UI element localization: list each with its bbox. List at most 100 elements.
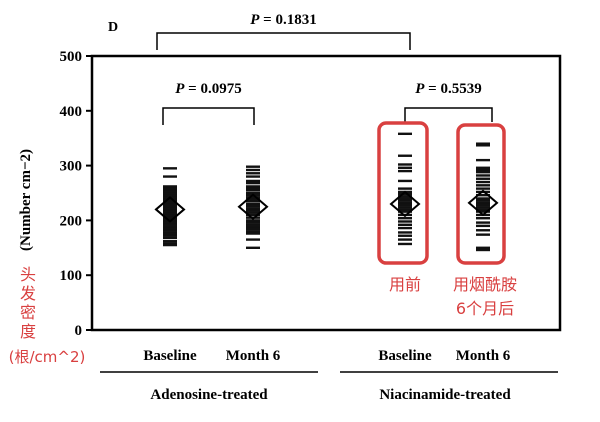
significance-brackets: P = 0.1831 P = 0.0975 P = 0.5539 [156, 12, 493, 125]
data-point [476, 193, 490, 197]
data-point [163, 175, 177, 178]
y-label-cn-unit: (根/cm^2) [9, 348, 86, 366]
data-point [398, 226, 412, 230]
data-point [398, 208, 412, 211]
data-point [163, 190, 177, 194]
data-point [163, 236, 177, 240]
data-point [163, 218, 177, 221]
data-point [398, 203, 412, 207]
data-point [163, 203, 177, 207]
data-point [246, 232, 260, 235]
mean-marker [237, 193, 269, 221]
data-point [163, 240, 177, 243]
data-point [163, 227, 177, 230]
data-point [246, 172, 260, 175]
y-tick-label: 300 [60, 159, 83, 175]
data-point [163, 231, 177, 234]
data-point [246, 175, 260, 178]
data-point [163, 216, 177, 219]
data-point [398, 197, 412, 200]
data-point [476, 203, 490, 207]
data-point [163, 212, 177, 216]
data-point [246, 181, 260, 185]
data-point [476, 177, 490, 180]
y-tick-label: 500 [60, 49, 83, 65]
data-point [163, 242, 177, 245]
p-value-label: P = 0.5539 [415, 81, 481, 97]
significance-bracket [162, 107, 255, 125]
x-category-label: Month 6 [456, 348, 511, 364]
data-point [163, 221, 177, 225]
highlight-box-after [456, 123, 506, 265]
data-point [163, 210, 177, 214]
x-category-label: Baseline [378, 348, 432, 364]
data-point [246, 223, 260, 226]
data-point [398, 238, 412, 241]
data-point [398, 195, 412, 198]
y-label-cn-char: 密 [20, 303, 36, 322]
data-point [246, 230, 260, 233]
data-point [476, 180, 490, 184]
data-points [154, 132, 499, 252]
data-point [246, 204, 260, 208]
y-tick-label: 400 [60, 104, 83, 120]
data-point [246, 213, 260, 217]
data-point [476, 248, 490, 252]
data-point [246, 165, 260, 168]
y-tick-label: 100 [60, 268, 83, 284]
data-point [163, 229, 177, 232]
y-axis-label: (Number cm−2) [18, 149, 34, 251]
data-point [163, 225, 177, 229]
label-after-line1: 用烟酰胺 [453, 275, 517, 294]
data-point [476, 197, 490, 200]
data-point [163, 167, 177, 170]
data-point [476, 229, 490, 232]
data-point [246, 189, 260, 192]
data-point [398, 187, 412, 190]
group-label: Niacinamide-treated [379, 387, 511, 403]
y-label-cn-char: 度 [20, 322, 36, 341]
data-point [398, 210, 412, 213]
data-point [246, 225, 260, 229]
data-point [163, 205, 177, 208]
data-point [246, 202, 260, 206]
p-value-label: P = 0.1831 [250, 12, 316, 28]
data-point [163, 207, 177, 210]
data-point [163, 214, 177, 218]
data-point [476, 184, 490, 187]
data-point [398, 199, 412, 202]
data-point [246, 246, 260, 249]
data-point [163, 234, 177, 237]
data-point [163, 223, 177, 226]
data-point [398, 179, 412, 183]
highlight-box-before [377, 121, 429, 265]
data-point [476, 166, 490, 169]
data-point [476, 144, 490, 147]
p-value-label: P = 0.0975 [175, 81, 241, 97]
data-point [398, 206, 412, 209]
data-point [163, 194, 177, 197]
group-label: Adenosine-treated [150, 387, 268, 403]
data-point [398, 223, 412, 226]
data-point [398, 192, 412, 196]
data-point [246, 219, 260, 222]
plot-area [90, 54, 562, 332]
data-point [246, 221, 260, 224]
panel-label: D [108, 20, 118, 35]
data-point [246, 227, 260, 231]
data-point [398, 166, 412, 169]
data-point [476, 233, 490, 236]
data-point [163, 232, 177, 236]
data-point [163, 192, 177, 196]
data-point [398, 220, 412, 223]
data-point [246, 238, 260, 241]
data-point [398, 234, 412, 237]
data-point [246, 207, 260, 210]
significance-bracket [404, 107, 493, 122]
data-point [476, 158, 490, 162]
data-point [476, 187, 490, 190]
data-point [476, 210, 490, 213]
